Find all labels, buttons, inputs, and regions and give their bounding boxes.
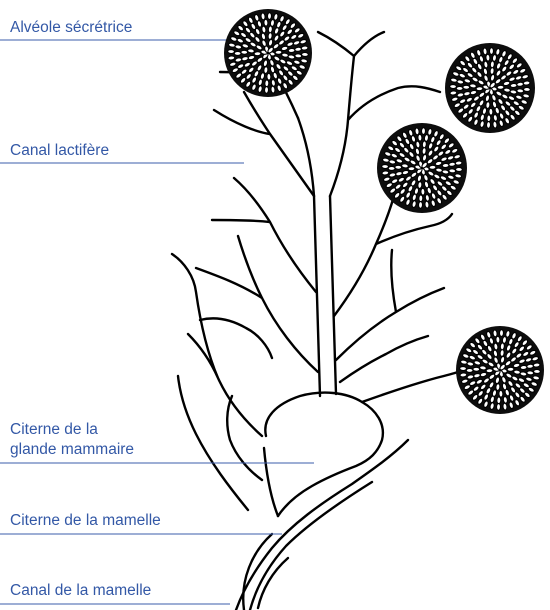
lower-left-arch [227,396,262,480]
label-canal-lactifere: Canal lactifère [10,141,109,160]
alveoli-group [224,9,544,414]
left-branch-lower [196,236,318,372]
left-lobe [172,254,272,436]
teat-outline [236,440,408,610]
teat-inner [250,482,372,610]
duct-tree [172,32,458,610]
right-branch-lower [336,250,444,360]
label-alveole-secretrice: Alvéole sécrétrice [10,18,132,37]
label-citerne-glande-line1: Citerne de la [10,420,98,439]
alveolus-top [224,9,312,97]
teat-canal-right [258,558,288,608]
upper-left-branch [214,92,314,196]
label-citerne-mamelle: Citerne de la mamelle [10,511,161,530]
right-branch-to-alveolus [362,372,458,402]
label-canal-mamelle: Canal de la mamelle [10,581,151,600]
gland-cistern-bottom [264,448,278,516]
main-duct-right [330,196,336,394]
alveolus-upper-right [445,43,535,133]
upper-right-twig [318,32,384,56]
left-branch-upper [212,178,316,292]
left-lobe-outer [178,376,248,510]
label-citerne-glande-line2: glande mammaire [10,440,134,459]
alveolus-lower-right [456,326,544,414]
alveolus-middle [377,123,467,213]
gland-cistern-outline [265,393,383,516]
